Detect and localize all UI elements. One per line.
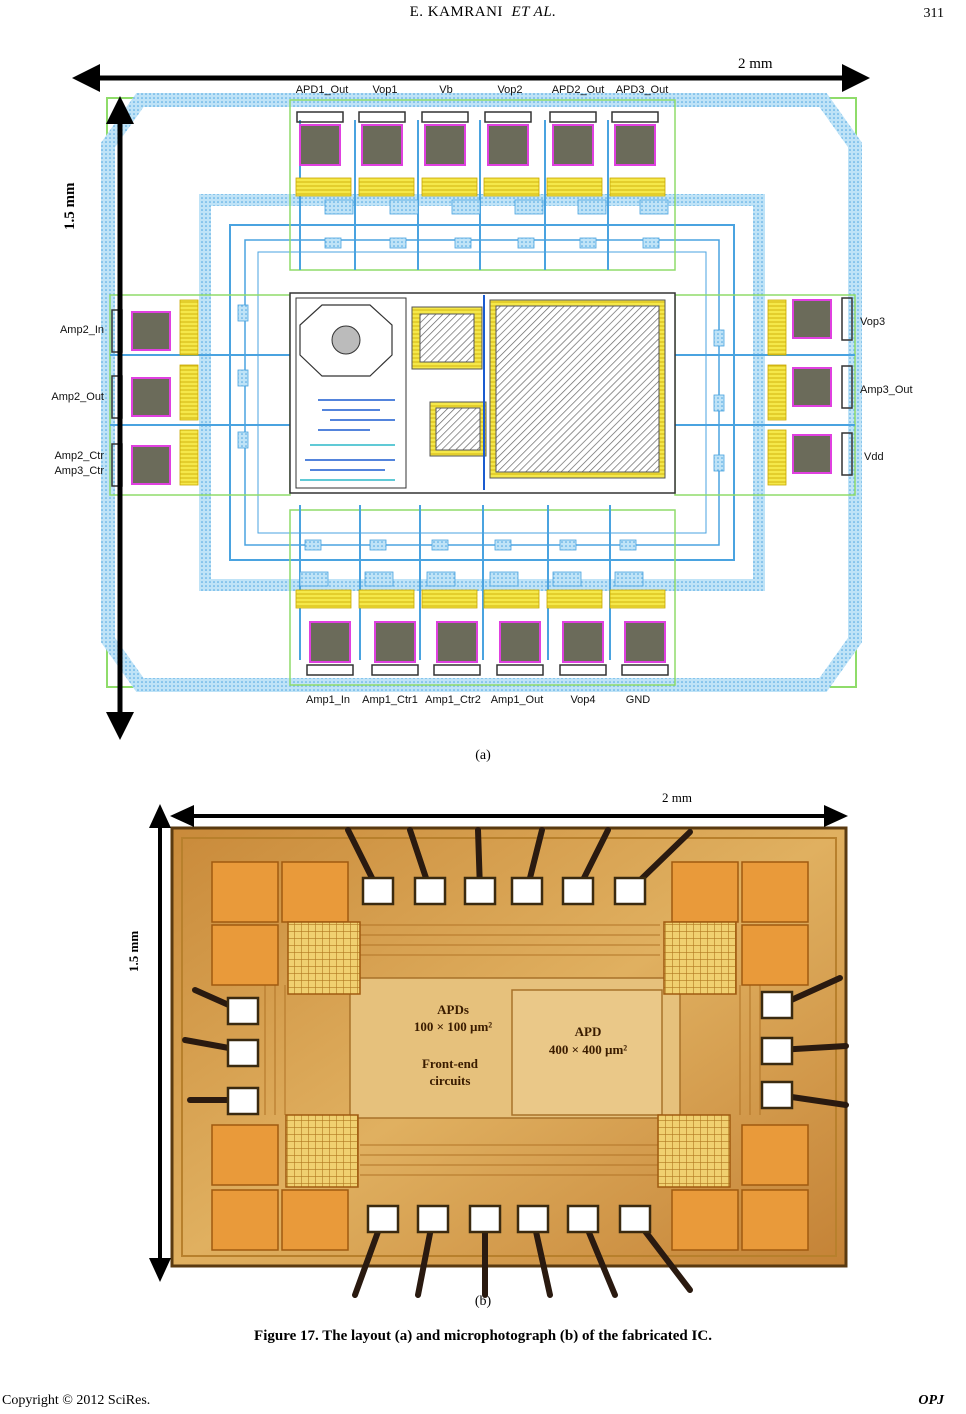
capacitor-grid bbox=[287, 921, 361, 995]
pin-label: Vop4 bbox=[570, 694, 595, 706]
pin-label: Vop1 bbox=[372, 84, 397, 96]
pin-label: APD2_Out bbox=[552, 84, 605, 96]
running-header: E. KAMRANI ET AL. bbox=[0, 4, 966, 21]
width-label-a: 2 mm bbox=[738, 56, 773, 72]
apds-size-label: 100 × 100 µm² bbox=[414, 1019, 492, 1034]
pin-labels-top: APD1_Out Vop1 Vb Vop2 APD2_Out APD3_Out bbox=[296, 84, 669, 96]
pin-label: Amp1_In bbox=[306, 694, 350, 706]
pin-label: Vop2 bbox=[497, 84, 522, 96]
capacitor-grid bbox=[663, 921, 737, 995]
seal-ring bbox=[101, 93, 862, 692]
frontend-label: circuits bbox=[430, 1073, 471, 1088]
bottom-bond-pads bbox=[309, 621, 666, 663]
height-label-a: 1.5 mm bbox=[62, 182, 78, 231]
apds-label: APDs bbox=[437, 1002, 469, 1017]
pin-label: APD1_Out bbox=[296, 84, 349, 96]
header-etal: ET AL. bbox=[511, 4, 557, 20]
pin-label: Amp1_Ctr1 bbox=[362, 694, 418, 706]
frontend-circuit-layout bbox=[305, 399, 395, 471]
pin-label: Vdd bbox=[864, 451, 884, 463]
footer-journal: OPJ bbox=[918, 1393, 944, 1408]
height-label-b: 1.5 mm bbox=[126, 930, 141, 972]
height-dimension-arrow-b bbox=[149, 804, 171, 1282]
bond-pads-photo bbox=[226, 876, 794, 1234]
page-number: 311 bbox=[923, 6, 944, 21]
pin-label: Vop3 bbox=[860, 316, 885, 328]
capacitor-grid bbox=[657, 1114, 731, 1188]
pin-label: Amp3_Out bbox=[860, 384, 913, 396]
width-label-b: 2 mm bbox=[662, 790, 692, 805]
test-structure bbox=[299, 304, 393, 377]
footer-copyright: Copyright © 2012 SciRes. bbox=[2, 1393, 151, 1408]
subfigure-label-b: (b) bbox=[474, 1294, 492, 1309]
figure-b-microphotograph: APDs 100 × 100 µm² Front-end circuits AP… bbox=[149, 804, 849, 1298]
pin-label: Amp3_Ctr bbox=[54, 465, 104, 477]
pin-label: APD3_Out bbox=[616, 84, 669, 96]
width-dimension-arrow-a bbox=[72, 64, 870, 92]
header-authors: E. KAMRANI bbox=[409, 4, 503, 20]
capacitor-grid bbox=[285, 1114, 359, 1188]
apd-label: APD bbox=[575, 1024, 602, 1039]
top-bond-pads bbox=[299, 124, 656, 166]
pin-label: Amp2_In bbox=[60, 324, 104, 336]
pin-label: Amp2_Ctr bbox=[54, 450, 104, 462]
height-dimension-arrow-a bbox=[106, 96, 134, 740]
apd-size-label: 400 × 400 µm² bbox=[549, 1042, 627, 1057]
width-dimension-arrow-b bbox=[170, 805, 848, 827]
frontend-label: Front-end bbox=[422, 1056, 479, 1071]
pin-label: Amp1_Out bbox=[491, 694, 544, 706]
pin-label: Amp1_Ctr2 bbox=[425, 694, 481, 706]
right-bond-pads bbox=[792, 299, 832, 474]
corner-pads bbox=[211, 861, 809, 1251]
figure-a-layout: APD1_Out Vop1 Vb Vop2 APD2_Out APD3_Out … bbox=[51, 64, 913, 740]
subfigure-label-a: (a) bbox=[475, 748, 491, 763]
large-apd-photo bbox=[511, 989, 663, 1116]
pin-label: Vb bbox=[439, 84, 452, 96]
pin-label: GND bbox=[626, 694, 651, 706]
pin-labels-right: Vop3 Amp3_Out Vdd bbox=[860, 316, 913, 463]
pin-labels-bottom: Amp1_In Amp1_Ctr1 Amp1_Ctr2 Amp1_Out Vop… bbox=[306, 694, 650, 706]
figure-caption: Figure 17. The layout (a) and microphoto… bbox=[254, 1328, 712, 1344]
left-bond-pads bbox=[131, 311, 171, 485]
pin-label: Amp2_Out bbox=[51, 391, 104, 403]
pin-labels-left: Amp2_In Amp2_Out Amp2_Ctr Amp3_Ctr bbox=[51, 324, 104, 477]
